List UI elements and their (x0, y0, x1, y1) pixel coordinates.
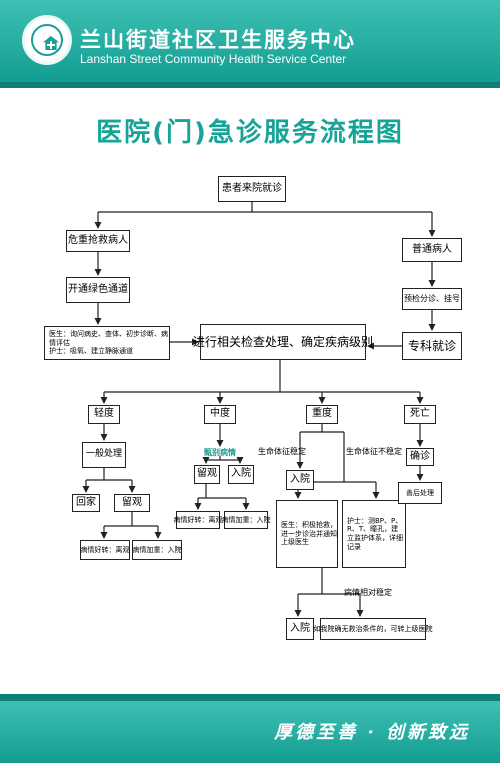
box-doctor-rescue: 医生：积极抢救，进一步诊治并通知上级医生 (276, 500, 338, 568)
box-specialty-visit: 专科就诊 (402, 332, 462, 360)
box-general-treatment: 一般处理 (82, 442, 126, 468)
box-triage-registration: 预检分诊、挂号 (402, 288, 462, 310)
footer-stripe (0, 694, 500, 701)
box-mild-worsened: 病情加重：入院 (132, 540, 182, 560)
box-go-home: 回家 (72, 494, 100, 512)
label-vitals-stable: 生命体征稳定 (258, 447, 306, 456)
box-transfer: 如我院确无救治条件的，可转上级医院 (314, 618, 433, 640)
box-patient-arrives: 患者来院就诊 (218, 176, 286, 202)
box-observe-mild: 留观 (114, 494, 150, 512)
box-moderate-improved: 病情好转：离观 (174, 511, 223, 529)
footer-banner (0, 701, 500, 763)
label-condition-stable: 病情相对稳定 (344, 588, 392, 597)
box-severe: 重度 (306, 405, 338, 424)
box-admit-severe: 入院 (286, 470, 314, 490)
box-admit-final: 入院 (286, 618, 314, 640)
box-mild-improved: 病情好转：离观 (80, 540, 130, 560)
footer-slogan: 厚德至善 · 创新致远 (274, 722, 470, 743)
header-stripe (0, 82, 500, 88)
box-critical-patient: 危重抢救病人 (66, 230, 130, 252)
box-mild: 轻度 (88, 405, 120, 424)
box-moderate: 中度 (204, 405, 236, 424)
box-moderate-worsened: 病情加重：入院 (222, 511, 271, 529)
box-death: 死亡 (404, 405, 436, 424)
box-confirm-diagnosis: 确诊 (406, 448, 434, 466)
box-critical-instructions: 医生：询问病史、查体、初步诊断、病情评估 护士：吸氧、建立静脉通道 (44, 326, 170, 360)
box-admit-moderate: 入院 (228, 465, 254, 484)
cross-icon (47, 41, 55, 49)
box-aftercare: 善后处理 (398, 482, 442, 504)
box-green-channel: 开通绿色通道 (66, 277, 130, 303)
org-name-en: Lanshan Street Community Health Service … (80, 52, 347, 66)
label-severity-check: 甄别病情 (204, 448, 236, 457)
box-general-patient: 普通病人 (402, 238, 462, 262)
hospital-logo-icon (22, 15, 72, 65)
page-title: 医院(门)急诊服务流程图 (96, 118, 404, 148)
box-observe-moderate: 留观 (194, 465, 220, 484)
label-vitals-unstable: 生命体征不稳定 (346, 447, 402, 456)
org-name-cn: 兰山街道社区卫生服务中心 (80, 27, 356, 52)
logo-ring (31, 24, 63, 56)
header-banner (0, 0, 500, 82)
box-examination-grading: 进行相关检查处理、确定疾病级别 (193, 324, 373, 360)
critical-instructions-text: 医生：询问病史、查体、初步诊断、病情评估 护士：吸氧、建立静脉通道 (49, 329, 168, 356)
box-nurse-monitor: 护士：测BP、P、R、T、瞳孔，建立监护体系，详细记录 (342, 500, 406, 568)
